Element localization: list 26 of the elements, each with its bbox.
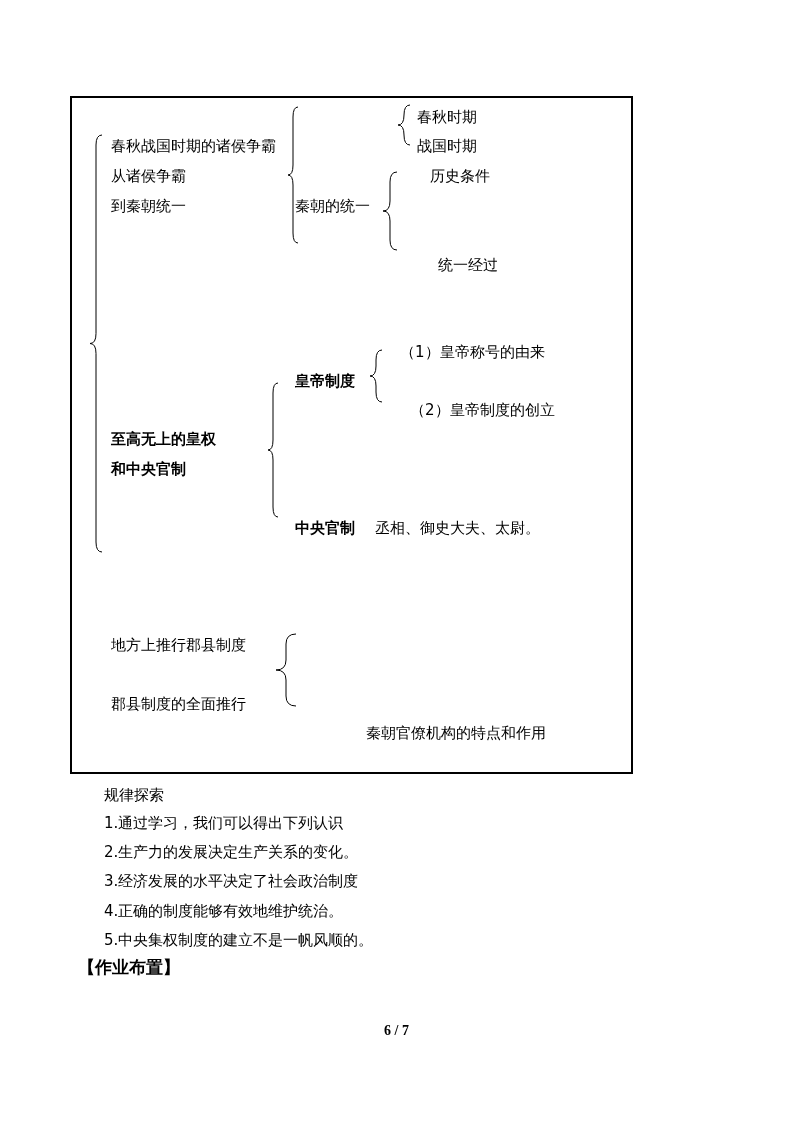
list-item: 4.正确的制度能够有效地维护统治。 [104, 902, 344, 920]
outline-text: 战国时期 [417, 137, 477, 155]
outline-text: （2）皇帝制度的创立 [410, 401, 555, 419]
section-heading: 规律探索 [104, 786, 164, 804]
outline-text: 郡县制度的全面推行 [111, 695, 246, 713]
outline-text: 中央官制 [295, 519, 355, 537]
outline-text: 和中央官制 [111, 460, 186, 478]
outline-text: 秦朝官僚机构的特点和作用 [366, 724, 546, 742]
outline-text: 皇帝制度 [295, 372, 355, 390]
list-item: 3.经济发展的水平决定了社会政治制度 [104, 872, 359, 890]
section-heading: 【作业布置】 [78, 958, 180, 976]
outline-text: 到秦朝统一 [111, 197, 186, 215]
page-number: 6 / 7 [384, 1022, 409, 1040]
outline-text: 春秋时期 [417, 108, 477, 126]
outline-text: 春秋战国时期的诸侯争霸 [111, 137, 276, 155]
outline-text: 丞相、御史大夫、太尉。 [375, 519, 540, 537]
outline-text: 地方上推行郡县制度 [111, 636, 246, 654]
outline-text: 历史条件 [430, 167, 490, 185]
list-item: 5.中央集权制度的建立不是一帆风顺的。 [104, 931, 374, 949]
outline-text: （1）皇帝称号的由来 [400, 343, 545, 361]
outline-text: 统一经过 [438, 256, 498, 274]
outline-text: 秦朝的统一 [295, 197, 370, 215]
outline-text: 从诸侯争霸 [111, 167, 186, 185]
list-item: 1.通过学习，我们可以得出下列认识 [104, 814, 344, 832]
outline-text: 至高无上的皇权 [111, 430, 216, 448]
list-item: 2.生产力的发展决定生产关系的变化。 [104, 843, 359, 861]
